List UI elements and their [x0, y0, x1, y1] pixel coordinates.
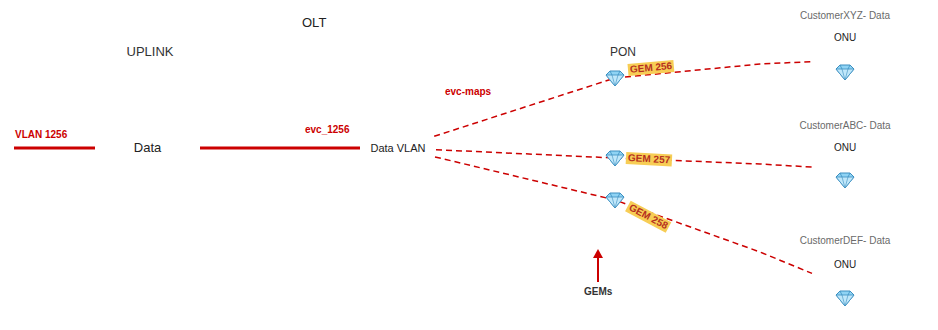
evc-label: evc_1256 [305, 124, 350, 136]
fiber-tube [692, 200, 834, 284]
node-label: ONU [834, 259, 856, 271]
olt-box-shape [290, 10, 565, 300]
data-box: Data [95, 125, 200, 171]
customer-heading: CustomerXYZ- Data [800, 10, 890, 22]
evc-map-line [435, 157, 812, 274]
pointer-arrow [593, 249, 603, 282]
node-label: Data [134, 141, 161, 156]
node-label: OLT [302, 16, 326, 31]
olt-box: OLT Data VLAN [290, 10, 565, 300]
vlan-line [200, 147, 360, 150]
mapping-label: evc-maps [445, 86, 491, 98]
gem-label: GEM 256 [627, 60, 674, 75]
vlan-circle-shape [360, 110, 436, 186]
node-label: UPLINK [127, 45, 174, 60]
onu-symbol [836, 65, 854, 80]
onu-frame: ONU [812, 28, 878, 92]
onu-frame: ONU [812, 255, 878, 319]
vlan-wire [14, 147, 95, 150]
onu-frame: ONU [812, 138, 878, 200]
node-label: ONU [834, 32, 856, 44]
signal-label: VLAN 1256 [15, 129, 67, 141]
gem-label: GEM 257 [626, 152, 673, 166]
evc-map-line [434, 62, 812, 137]
uplink-cylinder: UPLINK Data [10, 35, 300, 310]
gem-symbol [606, 151, 624, 166]
onu-symbol [836, 173, 854, 188]
gem-symbol [606, 193, 624, 208]
customer-heading: CustomerDEF- Data [800, 235, 891, 247]
data-box-shape [95, 125, 200, 171]
customer-heading: CustomerABC- Data [799, 120, 890, 132]
uplink-cylinder-shape [10, 35, 300, 310]
onu-symbol [836, 291, 854, 306]
pointer-label: GEMs [584, 286, 612, 298]
evc-map-line [436, 150, 812, 167]
node-label: ONU [834, 142, 856, 154]
vlan-circle: Data VLAN [360, 110, 436, 186]
gem-symbol [606, 71, 624, 86]
gem-label: GEM 258 [625, 201, 671, 233]
node-label: Data VLAN [367, 142, 429, 155]
node-label: PON [610, 46, 636, 60]
